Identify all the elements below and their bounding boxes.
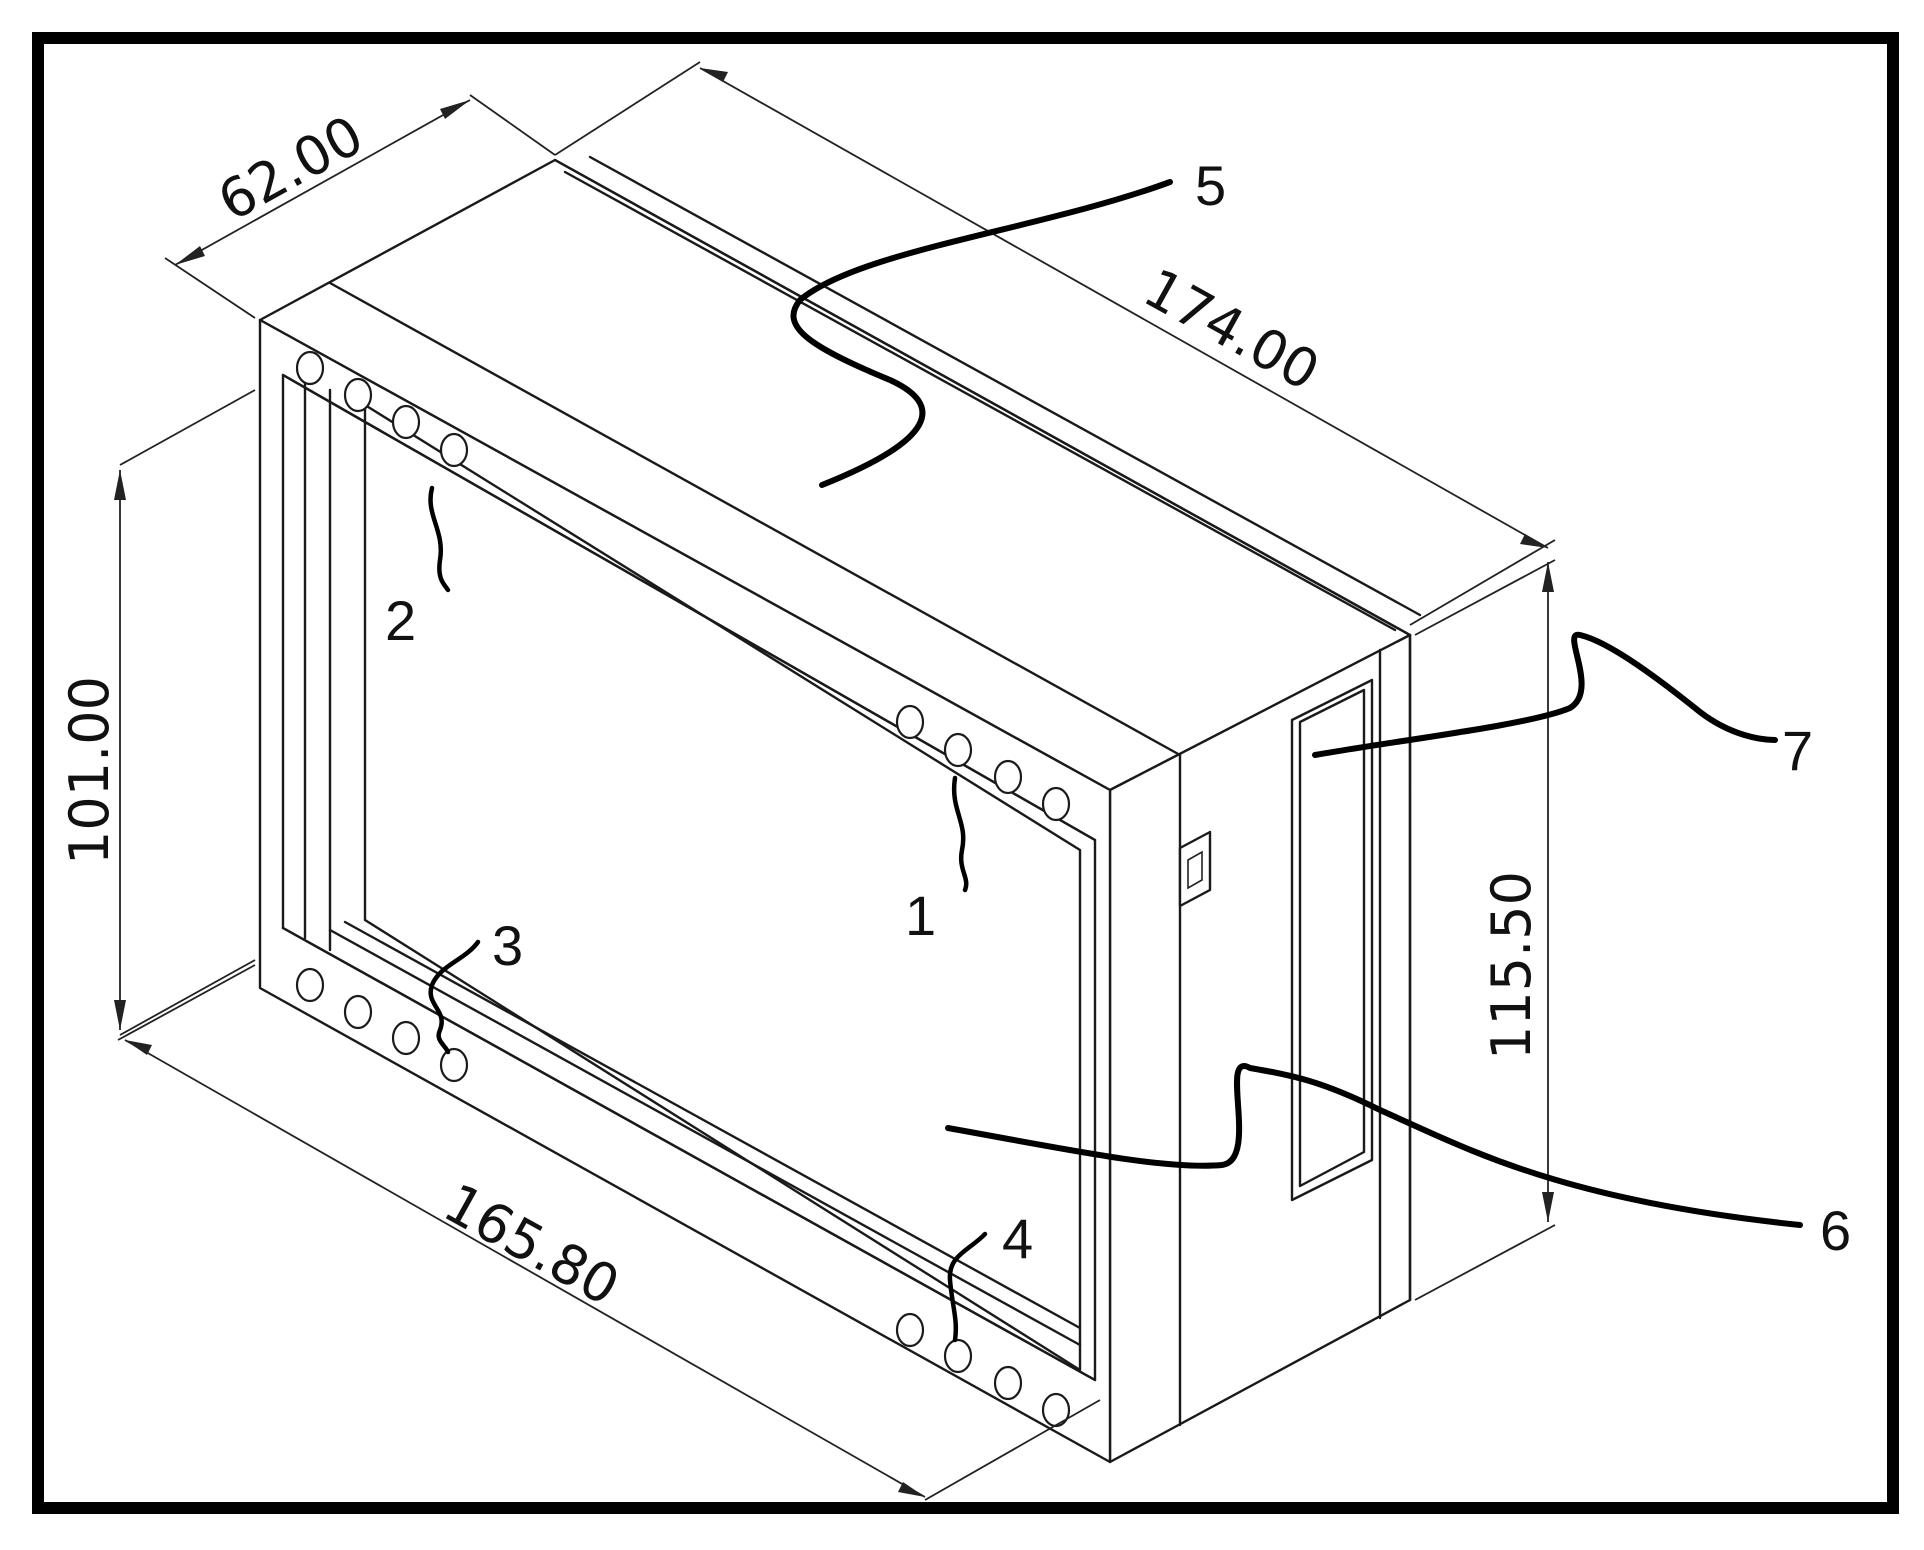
hole-group-top-left [295,350,469,468]
hole [895,704,925,740]
hole [391,1020,421,1056]
front-rail-bottom-1 [281,926,1097,1382]
hole [439,432,469,468]
callout-3: 3 [492,914,523,977]
hole [993,1365,1023,1401]
callout-6: 6 [1820,1199,1851,1262]
side-window [1290,678,1374,1202]
top-face-division-2 [553,158,1412,637]
callout-7: 7 [1782,719,1813,782]
hole [993,759,1023,795]
front-face [258,318,1112,1464]
hole-group-top-right [895,704,1071,822]
dimension-height-right-label: 115.50 [1480,871,1543,1060]
dimension-depth-label: 62.00 [208,103,374,233]
hole-group-bottom-left [295,967,469,1083]
dimension-width-bottom-label: 165.80 [434,1171,630,1318]
hole [439,1047,469,1083]
callout-2: 2 [385,589,416,652]
front-rail-bottom-2 [328,928,1082,1347]
hole [943,1338,973,1374]
dimension-height-left-label: 101.00 [58,676,121,865]
hole [943,732,973,768]
hole [391,404,421,440]
leader-2 [428,485,451,593]
top-groove-2 [588,155,1422,617]
leader-1 [951,775,969,893]
side-window-inner [1298,688,1366,1188]
leader-3 [428,939,481,1055]
front-opening [363,403,1082,1372]
callout-4: 4 [1002,1207,1033,1270]
top-groove-1 [563,170,1397,632]
hole [1041,1392,1071,1428]
hole [343,994,373,1030]
hole [295,967,325,1003]
hole [1041,786,1071,822]
hole [295,350,325,386]
callout-5: 5 [1195,154,1226,217]
drawing-border [32,32,1899,1514]
leader-6 [945,1063,1803,1228]
dimension-height-left: 101.00 [58,389,256,1036]
hole [895,1312,925,1348]
hole [343,377,373,413]
top-face-division-1 [328,281,1182,757]
leader-5 [790,179,1173,488]
leader-4 [947,1231,988,1343]
callout-1: 1 [905,884,936,947]
side-connector-detail [1187,850,1203,890]
leader-7 [1312,631,1778,758]
hole-group-bottom-right [895,1312,1071,1428]
dimension-height-right: 115.50 [1414,559,1556,1301]
